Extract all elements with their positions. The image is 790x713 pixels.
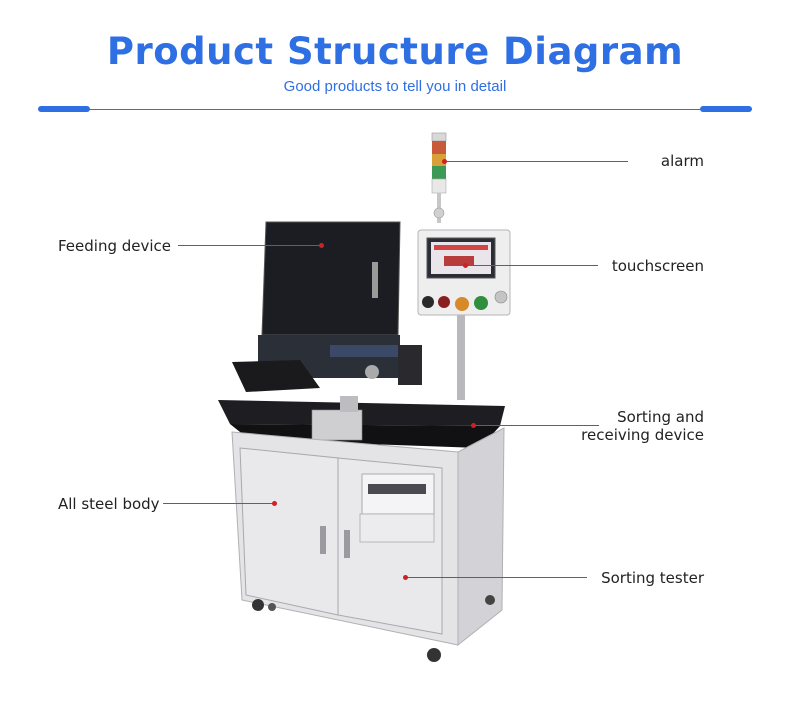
page-subtitle: Good products to tell you in detail	[283, 78, 507, 95]
label-feeding-device: Feeding device	[58, 237, 172, 255]
label-sorting-receiving-line2: receiving device	[581, 426, 704, 444]
label-sorting-tester: Sorting tester	[601, 569, 704, 587]
cabinet-body-icon	[231, 427, 505, 662]
leader-sorting-receiving	[474, 425, 599, 426]
label-alarm: alarm	[660, 152, 704, 170]
leader-alarm	[445, 161, 628, 162]
label-sorting-receiving-line1: Sorting and	[617, 408, 704, 426]
touchscreen-panel-icon	[417, 229, 511, 400]
marker-alarm	[442, 159, 447, 164]
divider-cap-left	[38, 106, 90, 112]
leader-sorting-tester	[406, 577, 587, 578]
sorting-tray-icon	[218, 396, 505, 448]
page-title: Product Structure Diagram	[106, 30, 684, 73]
header-divider	[38, 109, 752, 110]
label-all-steel-body: All steel body	[58, 495, 160, 513]
leader-touchscreen	[466, 265, 598, 266]
feeding-device-icon	[232, 221, 422, 392]
label-touchscreen: touchscreen	[611, 257, 704, 275]
marker-feeding-device	[319, 243, 324, 248]
marker-sorting-receiving	[471, 423, 476, 428]
marker-sorting-tester	[403, 575, 408, 580]
marker-all-steel-body	[272, 501, 277, 506]
marker-touchscreen	[463, 263, 468, 268]
leader-feeding-device	[178, 245, 323, 246]
alarm-tower-icon	[431, 132, 447, 223]
divider-cap-right	[700, 106, 752, 112]
leader-all-steel-body	[163, 503, 275, 504]
